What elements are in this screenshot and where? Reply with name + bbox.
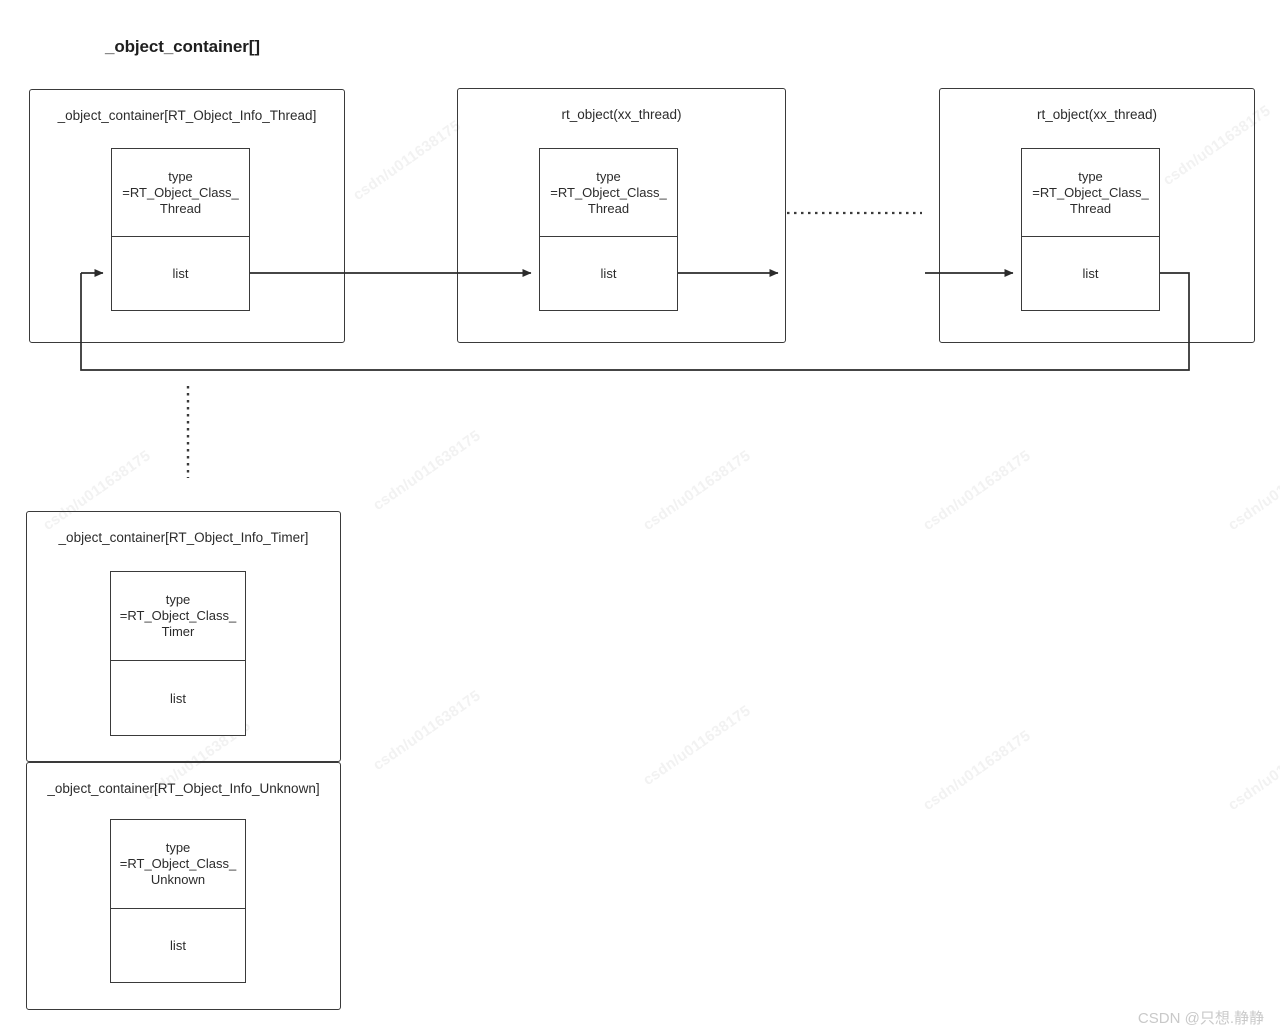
node-type-cell: type =RT_Object_Class_ Thread — [540, 149, 677, 237]
node-type-cell: type =RT_Object_Class_ Unknown — [111, 820, 245, 909]
csdn-watermark-footer: CSDN @只想.静静 — [1137, 1010, 1264, 1027]
node-object-1[interactable]: type =RT_Object_Class_ Thread list — [539, 148, 678, 311]
container-box-timer[interactable]: _object_container[RT_Object_Info_Timer] — [26, 511, 341, 762]
container-title-object-1: rt_object(xx_thread) — [561, 107, 682, 122]
node-list-cell: list — [170, 938, 186, 953]
node-list-cell: list — [170, 690, 186, 706]
node-timer-container[interactable]: type =RT_Object_Class_ Timer list — [110, 571, 246, 736]
node-type-cell: type =RT_Object_Class_ Thread — [1022, 149, 1159, 237]
container-box-unknown[interactable]: _object_container[RT_Object_Info_Unknown… — [26, 762, 341, 1010]
node-object-n[interactable]: type =RT_Object_Class_ Thread list — [1021, 148, 1160, 311]
page-title: _object_container[] — [105, 37, 260, 56]
node-type-cell: type =RT_Object_Class_ Timer — [111, 572, 245, 661]
container-title-thread: _object_container[RT_Object_Info_Thread] — [57, 108, 317, 123]
container-title-unknown: _object_container[RT_Object_Info_Unknown… — [47, 781, 320, 796]
node-list-cell: list — [600, 266, 617, 281]
node-thread-container[interactable]: type =RT_Object_Class_ Thread list — [111, 148, 250, 311]
node-unknown-container[interactable]: type =RT_Object_Class_ Unknown list — [110, 819, 246, 983]
node-type-cell: type =RT_Object_Class_ Thread — [112, 149, 249, 237]
container-title-object-n: rt_object(xx_thread) — [1036, 107, 1158, 122]
container-title-timer: _object_container[RT_Object_Info_Timer] — [58, 530, 309, 545]
node-list-cell: list — [172, 266, 189, 281]
node-list-cell: list — [1082, 266, 1099, 281]
